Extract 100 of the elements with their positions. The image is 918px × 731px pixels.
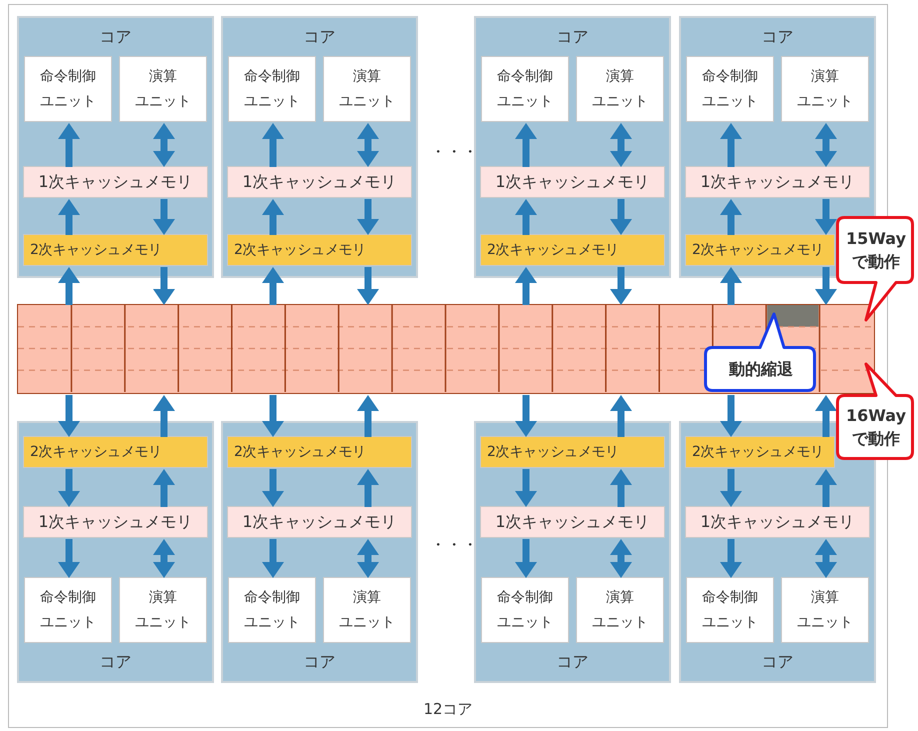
arrow <box>720 469 742 507</box>
unit-label: 命令制御ユニット <box>496 588 554 632</box>
arrow <box>58 123 80 167</box>
double-arrow <box>815 123 837 167</box>
arrow <box>515 395 537 437</box>
arithmetic-unit-box <box>119 577 207 643</box>
arrow <box>262 267 284 305</box>
l1-cache-box <box>227 506 412 538</box>
arrow <box>58 395 80 437</box>
unit-label: 命令制御ユニット <box>39 588 97 632</box>
l1-cache-box <box>685 506 870 538</box>
control-unit-box <box>228 56 316 122</box>
core-panel <box>474 421 671 683</box>
l1-cache-box <box>227 166 412 198</box>
core-panel <box>221 421 418 683</box>
l1-cache-box <box>480 166 665 198</box>
cache-label: 2次キャッシュメモリ <box>29 240 163 260</box>
cache-label: 2次キャッシュメモリ <box>691 442 825 462</box>
control-unit-box <box>228 577 316 643</box>
callout-tooltip <box>836 362 916 462</box>
arrow <box>58 267 80 305</box>
arrow <box>610 267 632 305</box>
arithmetic-unit-box <box>781 56 869 122</box>
cache-label: 1次キャッシュメモリ <box>37 511 194 534</box>
core-heading: コア <box>302 651 336 674</box>
arrow <box>262 469 284 507</box>
l2-cache-box <box>685 436 835 468</box>
unit-label: 命令制御ユニット <box>496 68 554 111</box>
control-unit-box <box>481 56 569 122</box>
arrow <box>262 123 284 167</box>
l1-cache-box <box>480 506 665 538</box>
arrow <box>515 267 537 305</box>
arrow <box>153 267 175 305</box>
arrow <box>720 395 742 437</box>
unit-label: 演算ユニット <box>591 68 649 111</box>
arrow <box>153 395 175 437</box>
arrow <box>515 199 537 235</box>
arrow <box>58 539 80 578</box>
double-arrow <box>153 123 175 167</box>
cache-label: 1次キャッシュメモリ <box>494 511 651 534</box>
core-heading: コア <box>556 651 590 674</box>
core-panel <box>17 16 214 278</box>
cache-label: 1次キャッシュメモリ <box>699 171 856 194</box>
arrow <box>153 469 175 507</box>
control-unit-box <box>24 56 112 122</box>
core-heading: コア <box>556 26 590 48</box>
arrow <box>720 539 742 578</box>
arrow <box>515 469 537 507</box>
arrow <box>515 539 537 578</box>
l2-cache-box <box>227 436 412 468</box>
cache-label: 1次キャッシュメモリ <box>241 171 398 194</box>
unit-label: 命令制御ユニット <box>243 68 301 111</box>
double-arrow <box>610 539 632 578</box>
arrow <box>262 199 284 235</box>
control-unit-box <box>686 56 774 122</box>
l2-cache-box <box>685 234 835 266</box>
arithmetic-unit-box <box>576 56 664 122</box>
cache-label: 2次キャッシュメモリ <box>486 442 620 462</box>
cache-label: 1次キャッシュメモリ <box>241 511 398 534</box>
arrow <box>815 469 837 507</box>
core-heading: コア <box>760 651 794 674</box>
arrow <box>262 395 284 437</box>
unit-label: 命令制御ユニット <box>39 68 97 111</box>
arrow <box>720 123 742 167</box>
l1-cache-box <box>23 166 208 198</box>
l2-cache-box <box>23 436 208 468</box>
double-arrow <box>357 123 379 167</box>
double-arrow <box>153 539 175 578</box>
arrow <box>357 469 379 507</box>
arrow <box>357 267 379 305</box>
cache-label: 2次キャッシュメモリ <box>29 442 163 462</box>
unit-label: 演算ユニット <box>338 68 396 111</box>
arrow <box>610 199 632 235</box>
arrow <box>357 395 379 437</box>
arrow <box>58 469 80 507</box>
control-unit-box <box>686 577 774 643</box>
arithmetic-unit-box <box>781 577 869 643</box>
arrow <box>610 469 632 507</box>
arrow <box>153 199 175 235</box>
cache-label: 1次キャッシュメモリ <box>699 511 856 534</box>
cache-label: 2次キャッシュメモリ <box>486 240 620 260</box>
arrow <box>58 199 80 235</box>
callout-text: 動的縮退 <box>728 358 794 380</box>
core-panel <box>221 16 418 278</box>
l1-cache-box <box>685 166 870 198</box>
double-arrow <box>815 539 837 578</box>
unit-label: 命令制御ユニット <box>701 588 759 632</box>
core-heading: コア <box>302 26 336 48</box>
l2-cache-box <box>480 234 665 266</box>
l1-cache-box <box>23 506 208 538</box>
control-unit-box <box>24 577 112 643</box>
l2-cache-box <box>23 234 208 266</box>
unit-label: 演算ユニット <box>338 588 396 632</box>
shared-cache-band <box>17 304 875 394</box>
core-heading: コア <box>98 651 132 674</box>
unit-label: 命令制御ユニット <box>243 588 301 632</box>
core-panel <box>474 16 671 278</box>
arrow <box>815 199 837 235</box>
core-panel <box>17 421 214 683</box>
arithmetic-unit-box <box>576 577 664 643</box>
